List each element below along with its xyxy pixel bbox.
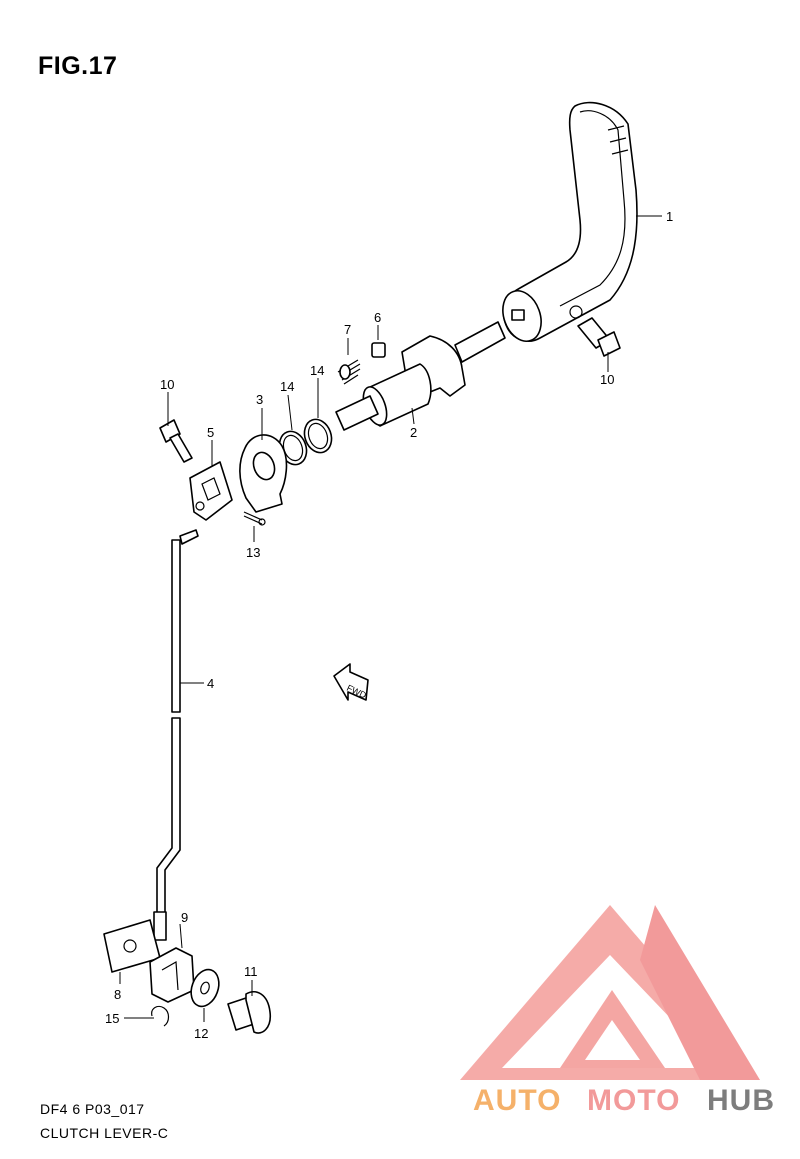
- part-number-labels: 1 2 3 4 5 6 7 8 9 10 10 11 12 13 14 14 1…: [105, 209, 673, 1041]
- part-6-pin: [371, 342, 386, 358]
- figure-name: CLUTCH LEVER-C: [40, 1125, 169, 1141]
- part-label-13: 13: [246, 545, 260, 560]
- leader-lines: [119, 215, 662, 1022]
- part-label-10-right: 10: [600, 372, 614, 387]
- part-label-15: 15: [105, 1011, 119, 1026]
- part-label-12: 12: [194, 1026, 208, 1041]
- part-9-clip: [149, 947, 195, 1003]
- watermark-text-hub: HUB: [707, 1084, 775, 1117]
- part-label-9: 9: [181, 910, 188, 925]
- figure-title: FIG.17: [38, 52, 118, 80]
- part-label-7: 7: [344, 322, 351, 337]
- part-8-plate: [103, 919, 161, 973]
- part-label-11: 11: [244, 964, 258, 979]
- part-label-10-left: 10: [160, 377, 174, 392]
- watermark-text-auto: AUTO: [473, 1084, 561, 1117]
- part-10-bolt-right: [577, 317, 621, 357]
- part-12-washer: [190, 968, 220, 1008]
- part-15-e-ring: [151, 1005, 170, 1027]
- part-4-rod: [153, 529, 199, 941]
- part-1-clutch-lever: [502, 101, 638, 342]
- part-label-3: 3: [256, 392, 263, 407]
- part-label-6: 6: [374, 310, 381, 325]
- forward-direction-marker: FWD: [333, 663, 369, 701]
- part-label-8: 8: [114, 987, 121, 1002]
- part-label-1: 1: [666, 209, 673, 224]
- part-label-2: 2: [410, 425, 417, 440]
- part-label-14-right: 14: [310, 363, 324, 378]
- part-label-4: 4: [207, 676, 214, 691]
- part-11-bolt: [227, 990, 272, 1034]
- part-label-5: 5: [207, 425, 214, 440]
- part-2-shaft: [335, 321, 506, 431]
- part-10-bolt-upper-left: [159, 419, 193, 463]
- part-7-spring: [337, 359, 361, 385]
- watermark-text-moto: MOTO: [587, 1084, 680, 1117]
- part-3-bracket-plate: [239, 434, 288, 513]
- watermark-logo: AUTO MOTO HUB: [460, 905, 775, 1117]
- figure-code: DF4 6 P03_017: [40, 1101, 145, 1117]
- part-13-cotter-pin: [243, 511, 266, 526]
- part-5-lever-arm: [189, 461, 233, 521]
- part-label-14-left: 14: [280, 379, 294, 394]
